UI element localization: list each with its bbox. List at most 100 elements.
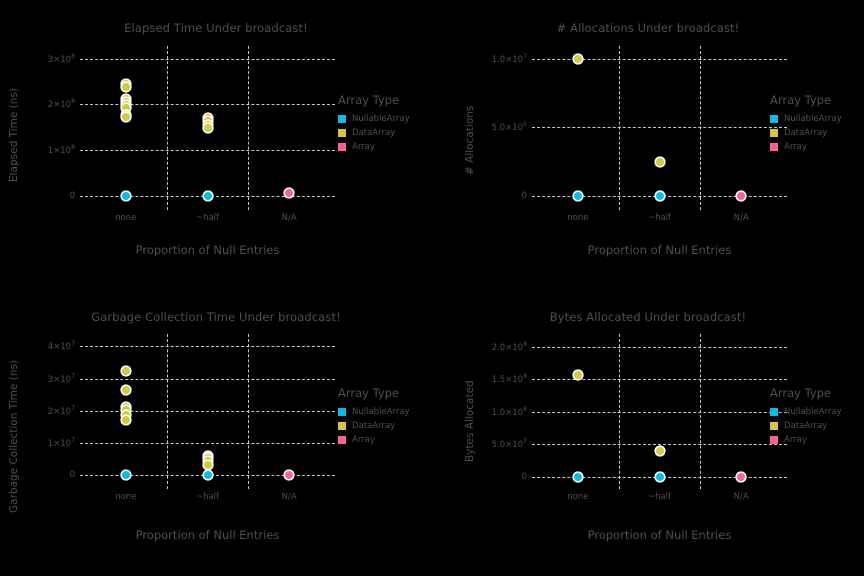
data-point[interactable] [121,415,130,424]
legend-item[interactable]: DataArray [770,421,842,431]
legend-item-label: NullableArray [784,407,842,417]
legend-swatch-icon [770,115,778,123]
data-point[interactable] [573,371,582,380]
gridline-horizontal [532,346,787,348]
data-point[interactable] [203,456,212,465]
legend-item[interactable]: Array [338,142,410,152]
gridline-horizontal [80,378,335,380]
gridline-horizontal [80,150,335,152]
gridline-horizontal [532,58,787,60]
data-point[interactable] [285,189,294,198]
legend-title: Array Type [770,93,832,107]
x-axis-tick: ~half [647,213,672,223]
x-axis-tick: N/A [733,213,749,223]
gridline-vertical [248,334,250,489]
legend-item-label: NullableArray [352,114,410,124]
legend-item[interactable]: DataArray [338,421,410,431]
data-point[interactable] [573,191,582,200]
legend-swatch-icon [770,129,778,137]
y-axis-label: Elapsed Time (ns) [8,88,20,182]
legend-item[interactable]: Array [770,142,842,152]
legend-item-label: Array [352,142,375,152]
gridline-horizontal [532,379,787,380]
legend-item-label: DataArray [352,128,396,138]
data-point[interactable] [655,472,664,481]
legend-item-label: DataArray [352,421,396,431]
gridline-horizontal [80,346,335,348]
gridline-horizontal [532,411,787,413]
legend-item[interactable]: NullableArray [770,114,842,124]
panel-gc-time: Garbage Collection Time Under broadcast!… [0,288,432,576]
panel-title: Garbage Collection Time Under broadcast! [91,310,341,324]
legend-item[interactable]: Array [338,435,410,445]
gridline-horizontal [80,442,335,444]
y-axis-tick: 2×107 [47,404,75,417]
data-point[interactable] [121,385,130,394]
data-point[interactable] [203,470,212,479]
y-axis-tick: 2×108 [47,98,75,111]
data-point[interactable] [121,405,130,414]
y-axis-tick: 1×107 [47,436,75,449]
gridline-vertical [700,334,702,489]
gridline-horizontal [80,104,335,106]
data-point[interactable] [121,191,130,200]
y-axis-tick: 0 [69,469,75,480]
data-point[interactable] [203,191,212,200]
legend-item[interactable]: DataArray [770,128,842,138]
data-point[interactable] [655,157,664,166]
y-axis-tick: 1.0×108 [491,405,527,418]
x-axis-label: Proportion of Null Entries [135,528,280,542]
gridline-horizontal [532,444,787,445]
x-axis-tick: none [567,492,589,502]
data-point[interactable] [121,470,130,479]
data-point[interactable] [573,54,582,63]
data-point[interactable] [737,472,746,481]
data-point[interactable] [655,446,664,455]
y-axis-tick: 4×107 [47,340,75,353]
legend-swatch-icon [770,422,778,430]
y-axis-tick: 0 [521,471,527,482]
y-axis-tick: 5.0×107 [491,438,527,450]
panel-bytes-allocated: Bytes Allocated Under broadcast! Bytes A… [432,288,864,576]
y-axis-tick: 1.5×108 [491,373,527,385]
panel-elapsed-time: Elapsed Time Under broadcast! Elapsed Ti… [0,0,432,288]
legend-item[interactable]: DataArray [338,128,410,138]
data-point[interactable] [737,191,746,200]
legend-swatch-icon [338,143,346,151]
legend-swatch-icon [338,129,346,137]
panel-title: Bytes Allocated Under broadcast! [549,310,747,324]
legend-title: Array Type [770,386,832,400]
data-point[interactable] [285,470,294,479]
data-point[interactable] [121,83,130,92]
x-axis-tick: ~half [647,492,672,502]
data-point[interactable] [573,472,582,481]
data-point[interactable] [121,366,130,375]
legend-swatch-icon [338,436,346,444]
data-point[interactable] [655,191,664,200]
y-axis-label: Garbage Collection Time (ns) [8,359,20,513]
data-point[interactable] [203,461,212,470]
legend-swatch-icon [338,408,346,416]
panel-title: # Allocations Under broadcast! [556,21,740,35]
panel-title: Elapsed Time Under broadcast! [124,21,308,35]
data-point[interactable] [121,410,130,419]
legend-item-label: DataArray [784,128,828,138]
data-point[interactable] [121,113,130,122]
legend-item-label: Array [784,142,807,152]
legend-item[interactable]: NullableArray [338,407,410,417]
legend-item[interactable]: Array [770,435,842,445]
y-axis-tick: 0 [69,190,75,201]
data-point[interactable] [121,103,130,112]
data-point[interactable] [203,124,212,133]
y-axis-label: Bytes Allocated [464,380,476,462]
gridline-vertical [166,334,168,489]
legend-item[interactable]: NullableArray [338,114,410,124]
legend-item[interactable]: NullableArray [770,407,842,417]
gridline-horizontal [80,410,335,412]
y-axis-tick: 1.0×107 [491,52,527,65]
y-axis-tick: 3×108 [47,52,75,65]
